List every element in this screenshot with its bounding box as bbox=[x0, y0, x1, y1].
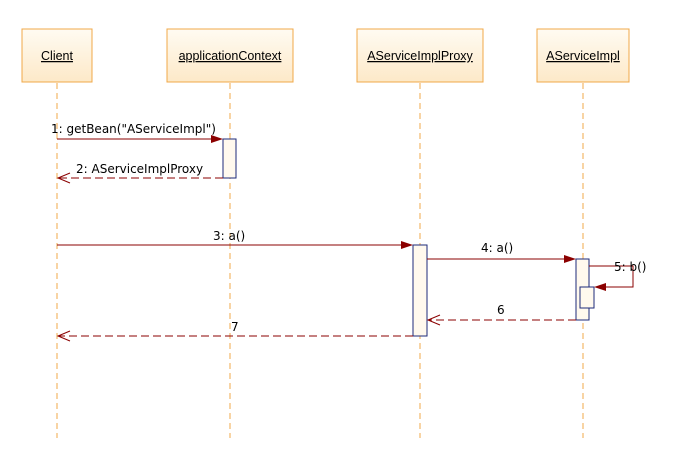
lifelines bbox=[56, 83, 584, 438]
activation-application-context bbox=[222, 138, 237, 179]
message-label: 5: b() bbox=[614, 260, 646, 274]
message-7[interactable]: 7 bbox=[56, 320, 413, 342]
participant-aserviceimpl-proxy[interactable]: AServiceImplProxy bbox=[356, 28, 484, 83]
message-label: 7 bbox=[231, 320, 239, 334]
participant-label: AServiceImplProxy bbox=[367, 49, 473, 63]
arrowhead-filled-icon bbox=[564, 255, 576, 263]
participant-application-context[interactable]: applicationContext bbox=[166, 28, 294, 83]
message-5[interactable]: 5: b() bbox=[589, 260, 646, 291]
participant-aserviceimpl[interactable]: AServiceImpl bbox=[536, 28, 630, 83]
message-label: 4: a() bbox=[481, 241, 513, 255]
arrowhead-filled-icon bbox=[211, 135, 223, 143]
message-3[interactable]: 3: a() bbox=[57, 229, 413, 249]
message-4[interactable]: 4: a() bbox=[427, 241, 576, 263]
participant-label: applicationContext bbox=[179, 49, 282, 63]
message-label: 2: AServiceImplProxy bbox=[76, 162, 203, 176]
participant-label: Client bbox=[41, 49, 73, 63]
participant-label: AServiceImpl bbox=[546, 49, 620, 63]
message-label: 3: a() bbox=[213, 229, 245, 243]
participant-client[interactable]: Client bbox=[21, 28, 93, 83]
arrowhead-open-icon bbox=[56, 330, 71, 342]
message-1[interactable]: 1: getBean("AServiceImpl") bbox=[51, 122, 223, 143]
arrowhead-open-icon bbox=[426, 314, 441, 326]
arrowhead-filled-icon bbox=[401, 241, 413, 249]
arrowhead-filled-icon bbox=[594, 283, 606, 291]
message-label: 1: getBean("AServiceImpl") bbox=[51, 122, 216, 136]
activation-aserviceimpl-proxy bbox=[412, 244, 428, 337]
message-6[interactable]: 6 bbox=[426, 303, 576, 326]
arrowhead-open-icon bbox=[56, 172, 71, 184]
message-label: 6 bbox=[497, 303, 505, 317]
activation-aserviceimpl-nested bbox=[579, 286, 595, 309]
activations bbox=[222, 138, 595, 337]
message-2[interactable]: 2: AServiceImplProxy bbox=[56, 162, 223, 184]
